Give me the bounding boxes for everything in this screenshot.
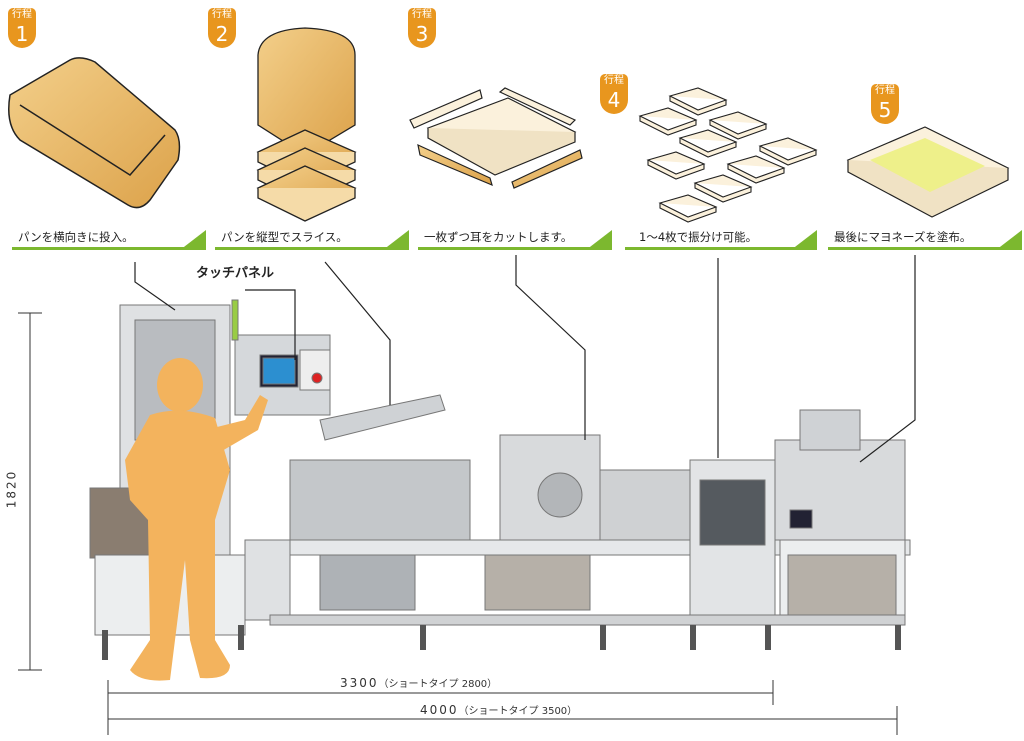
bread-slice-tile [638, 107, 698, 136]
caption-text: パンを横向きに投入。 [18, 230, 134, 244]
operator-silhouette [125, 358, 268, 681]
sliced-bread-icon [256, 27, 357, 222]
short-type-value: （ショートタイプ 3500） [458, 706, 578, 717]
length-value: 3300 [340, 676, 379, 690]
touch-panel-callout: タッチパネル [196, 266, 275, 281]
bread-slice-tile [658, 194, 718, 223]
arrow-icon [180, 230, 206, 250]
caption-text: 最後にマヨネーズを塗布。 [834, 230, 972, 244]
badge-label: 行程 [600, 74, 628, 88]
badge-number: 4 [600, 86, 628, 114]
mayonnaise-slice-icon [846, 126, 1010, 218]
badge-label: 行程 [871, 84, 899, 98]
caption-text: パンを縦型でスライス。 [221, 230, 348, 244]
bread-slice-tile [708, 111, 768, 140]
bread-slice-tile [668, 87, 728, 116]
length-long-dimension: 4000（ショートタイプ 3500） [420, 702, 577, 717]
dimension-lines [18, 312, 898, 735]
length-value: 4000 [420, 703, 459, 717]
badge-number: 3 [408, 20, 436, 48]
leader-lines [134, 255, 916, 463]
caption-text: 1～4枚で振分け可能。 [639, 230, 758, 244]
badge-number: 2 [208, 20, 236, 48]
bread-loaf-icon [8, 57, 181, 209]
step-3-caption: 一枚ずつ耳をカットします。 [418, 226, 612, 250]
badge-number: 1 [8, 20, 36, 48]
badge-label: 行程 [208, 8, 236, 22]
caption-text: 一枚ずつ耳をカットします。 [424, 230, 573, 244]
bread-slice-tile [758, 137, 818, 166]
step-2-caption: パンを縦型でスライス。 [215, 226, 409, 250]
arrow-icon [996, 230, 1022, 250]
bread-slice-tile [693, 174, 753, 203]
length-standard-dimension: 3300（ショートタイプ 2800） [340, 675, 497, 690]
height-dimension: 1820 [4, 469, 19, 509]
bread-slice-tile [678, 129, 738, 158]
sorted-slices-icon [638, 87, 818, 223]
badge-number: 5 [871, 96, 899, 124]
short-type-value: （ショートタイプ 2800） [378, 679, 498, 690]
step-1-caption: パンを横向きに投入。 [12, 226, 206, 250]
crust-cut-icon [409, 87, 583, 189]
step-5-caption: 最後にマヨネーズを塗布。 [828, 226, 1022, 250]
bread-slice-tile [726, 155, 786, 184]
step-4-caption: 1～4枚で振分け可能。 [625, 226, 817, 250]
bread-slice-tile [646, 151, 706, 180]
badge-label: 行程 [408, 8, 436, 22]
arrow-icon [586, 230, 612, 250]
badge-label: 行程 [8, 8, 36, 22]
arrow-icon [791, 230, 817, 250]
arrow-icon [383, 230, 409, 250]
